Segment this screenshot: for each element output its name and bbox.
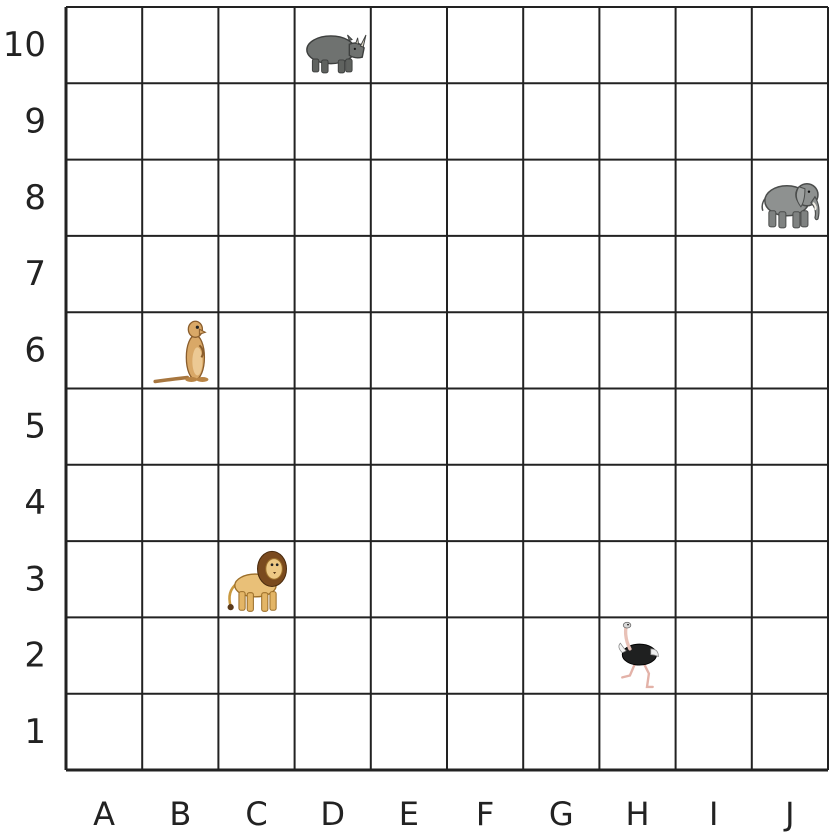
ostrich-picture [619, 622, 659, 687]
meerkat-picture [155, 321, 208, 382]
column-label: A [93, 795, 115, 832]
row-label: 3 [24, 559, 46, 599]
row-label: 8 [24, 178, 46, 218]
row-label: 7 [24, 254, 46, 294]
row-labels: 1 2 3 4 5 6 7 8 9 10 [3, 25, 46, 752]
column-label: G [549, 795, 574, 832]
row-label: 4 [24, 483, 46, 523]
row-label: 2 [24, 636, 46, 676]
animal-pictures [155, 35, 819, 687]
row-label: 9 [24, 101, 46, 141]
column-label: D [320, 795, 345, 832]
row-label: 5 [24, 407, 46, 447]
column-label: C [245, 795, 267, 832]
row-label: 1 [24, 712, 46, 752]
elephant-picture [762, 184, 819, 228]
column-label: B [169, 795, 191, 832]
column-labels: A B C D E F G H I J [93, 795, 794, 832]
column-label: F [476, 795, 494, 832]
rhino-picture [307, 35, 366, 73]
row-label: 10 [3, 25, 46, 65]
column-label: E [399, 795, 419, 832]
row-label: 6 [24, 330, 46, 370]
grid-lines [66, 7, 828, 770]
lion-picture [228, 551, 287, 611]
column-label: H [625, 795, 649, 832]
column-label: J [783, 795, 794, 832]
column-label: I [709, 795, 718, 832]
